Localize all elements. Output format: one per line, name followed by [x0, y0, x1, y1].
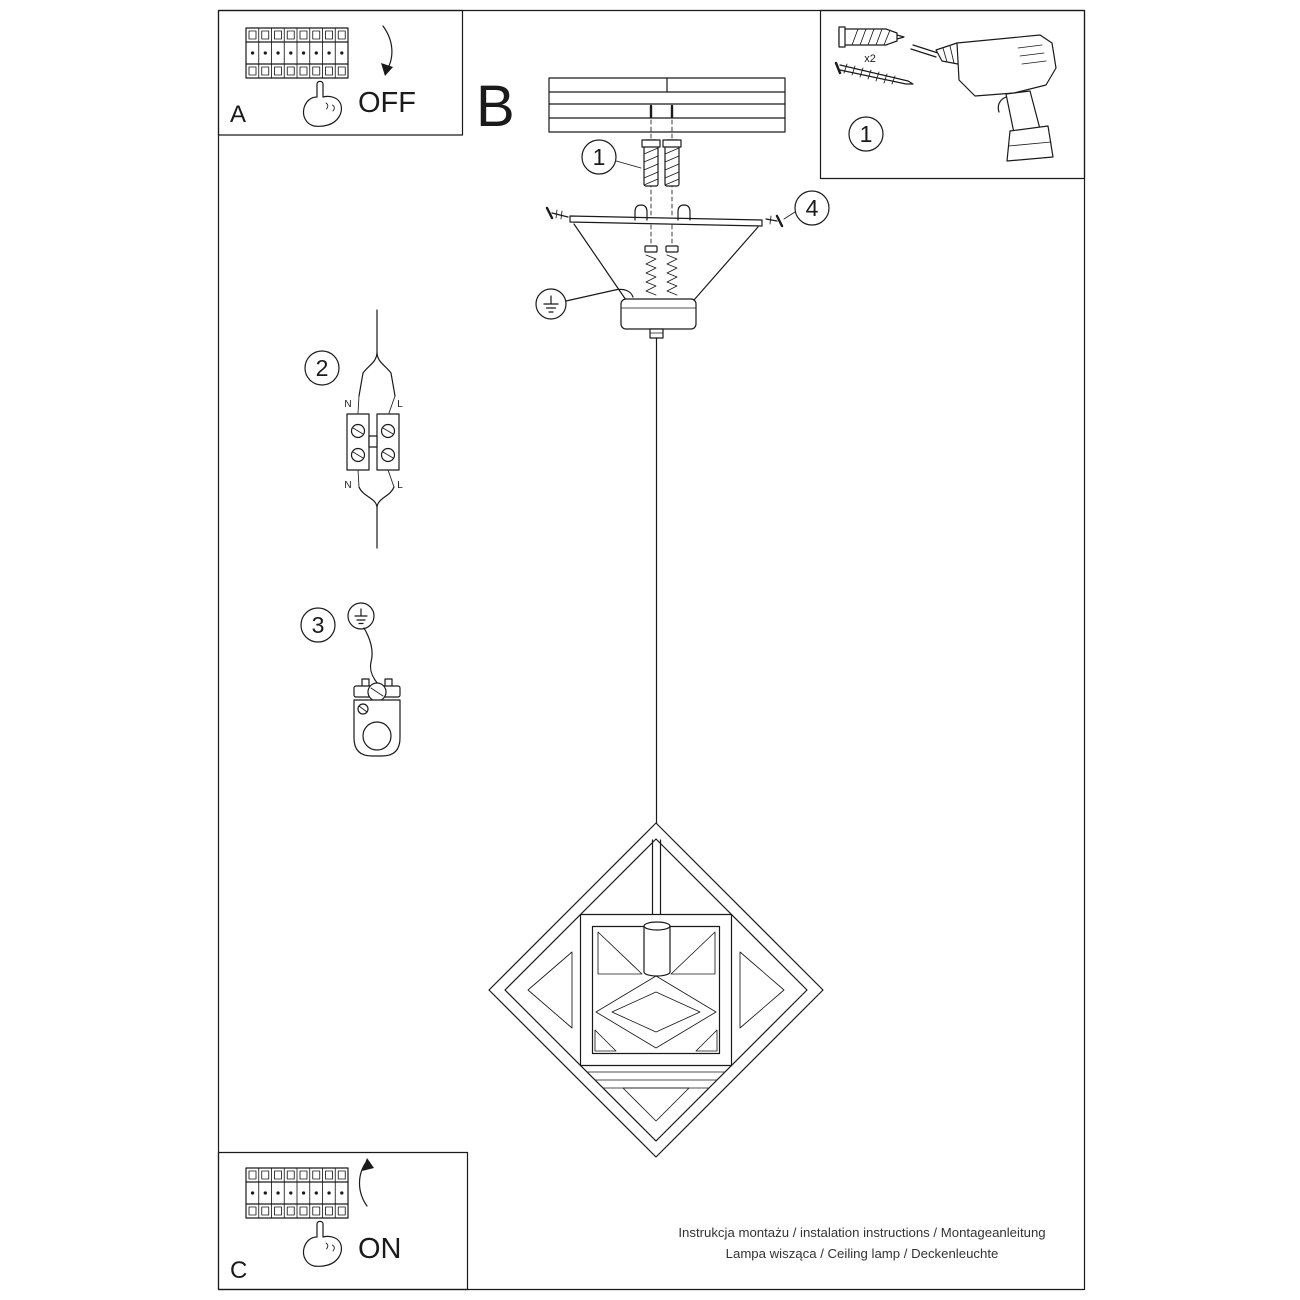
ground-wire-icon — [347, 602, 379, 685]
label-n-bottom: N — [344, 480, 351, 491]
ground-step: 3 — [300, 602, 401, 757]
lamp-holder-icon — [353, 678, 401, 757]
label-l-bottom: L — [397, 480, 403, 491]
panel-c: C ON — [217, 1151, 469, 1291]
wire-splice-icon — [346, 309, 400, 549]
ground-callout-number: 3 — [312, 612, 325, 638]
ceiling-icon — [548, 77, 786, 133]
off-label: OFF — [358, 87, 416, 119]
screws-callout-circle — [794, 190, 830, 226]
footer-line-1: Instrukcja montażu / instalation instruc… — [678, 1225, 1045, 1240]
wiring-callout-circle — [304, 350, 340, 386]
breaker-panel-icon — [244, 1166, 350, 1220]
pointing-hand-icon — [302, 80, 343, 127]
lamp-shade — [488, 822, 824, 1158]
panel-a-box — [217, 9, 464, 136]
label-l-top: L — [397, 399, 403, 410]
anchors-callout-number: 1 — [593, 144, 606, 170]
toolbox: x2 1 — [819, 9, 1086, 180]
tools-callout-number: 1 — [860, 121, 873, 147]
ceiling-assembly: 1 4 — [535, 77, 830, 827]
bracket-screw-left — [545, 206, 569, 220]
panel-c-box — [217, 1151, 469, 1291]
bracket-screw-right — [765, 214, 784, 228]
dowel-qty-label: x2 — [864, 53, 876, 65]
anchors-callout-circle — [581, 139, 617, 175]
bracket-to-canopy-lines — [573, 223, 759, 301]
mounting-screws — [644, 245, 679, 296]
shade-hanger-rod — [651, 839, 662, 925]
footer-line-2: Lampa wisząca / Ceiling lamp / Deckenleu… — [726, 1246, 999, 1261]
off-arrow-icon — [381, 25, 393, 76]
wiring-step: 2 N L N L — [304, 309, 403, 549]
on-arrow-icon — [358, 1158, 374, 1207]
panel-c-label: C — [230, 1257, 247, 1284]
ceiling-canopy — [620, 298, 697, 339]
screws-callout-line — [783, 211, 796, 220]
wiring-callout-number: 2 — [316, 355, 329, 381]
wall-plug-icon — [838, 26, 905, 48]
screw-icon — [834, 61, 914, 85]
drill-icon — [910, 34, 1057, 162]
pointing-hand-icon — [302, 1220, 343, 1267]
breaker-panel-icon — [244, 26, 350, 80]
label-n-top: N — [344, 399, 351, 410]
screws-callout-number: 4 — [806, 195, 819, 221]
section-b-label: B — [476, 74, 515, 139]
ground-symbol — [535, 288, 634, 320]
anchors-callout-line — [615, 160, 642, 169]
on-label: ON — [358, 1233, 402, 1265]
panel-a-label: A — [230, 101, 246, 128]
mounting-bracket — [545, 204, 784, 228]
page-border — [217, 9, 1086, 1291]
shade-decor — [527, 931, 785, 1142]
panel-a: A OFF — [217, 9, 464, 136]
wall-plugs — [641, 139, 682, 187]
bulb-socket — [643, 921, 671, 977]
toolbox-border — [819, 9, 1086, 180]
tools-callout-circle — [848, 116, 884, 152]
ground-callout-circle — [300, 607, 336, 643]
